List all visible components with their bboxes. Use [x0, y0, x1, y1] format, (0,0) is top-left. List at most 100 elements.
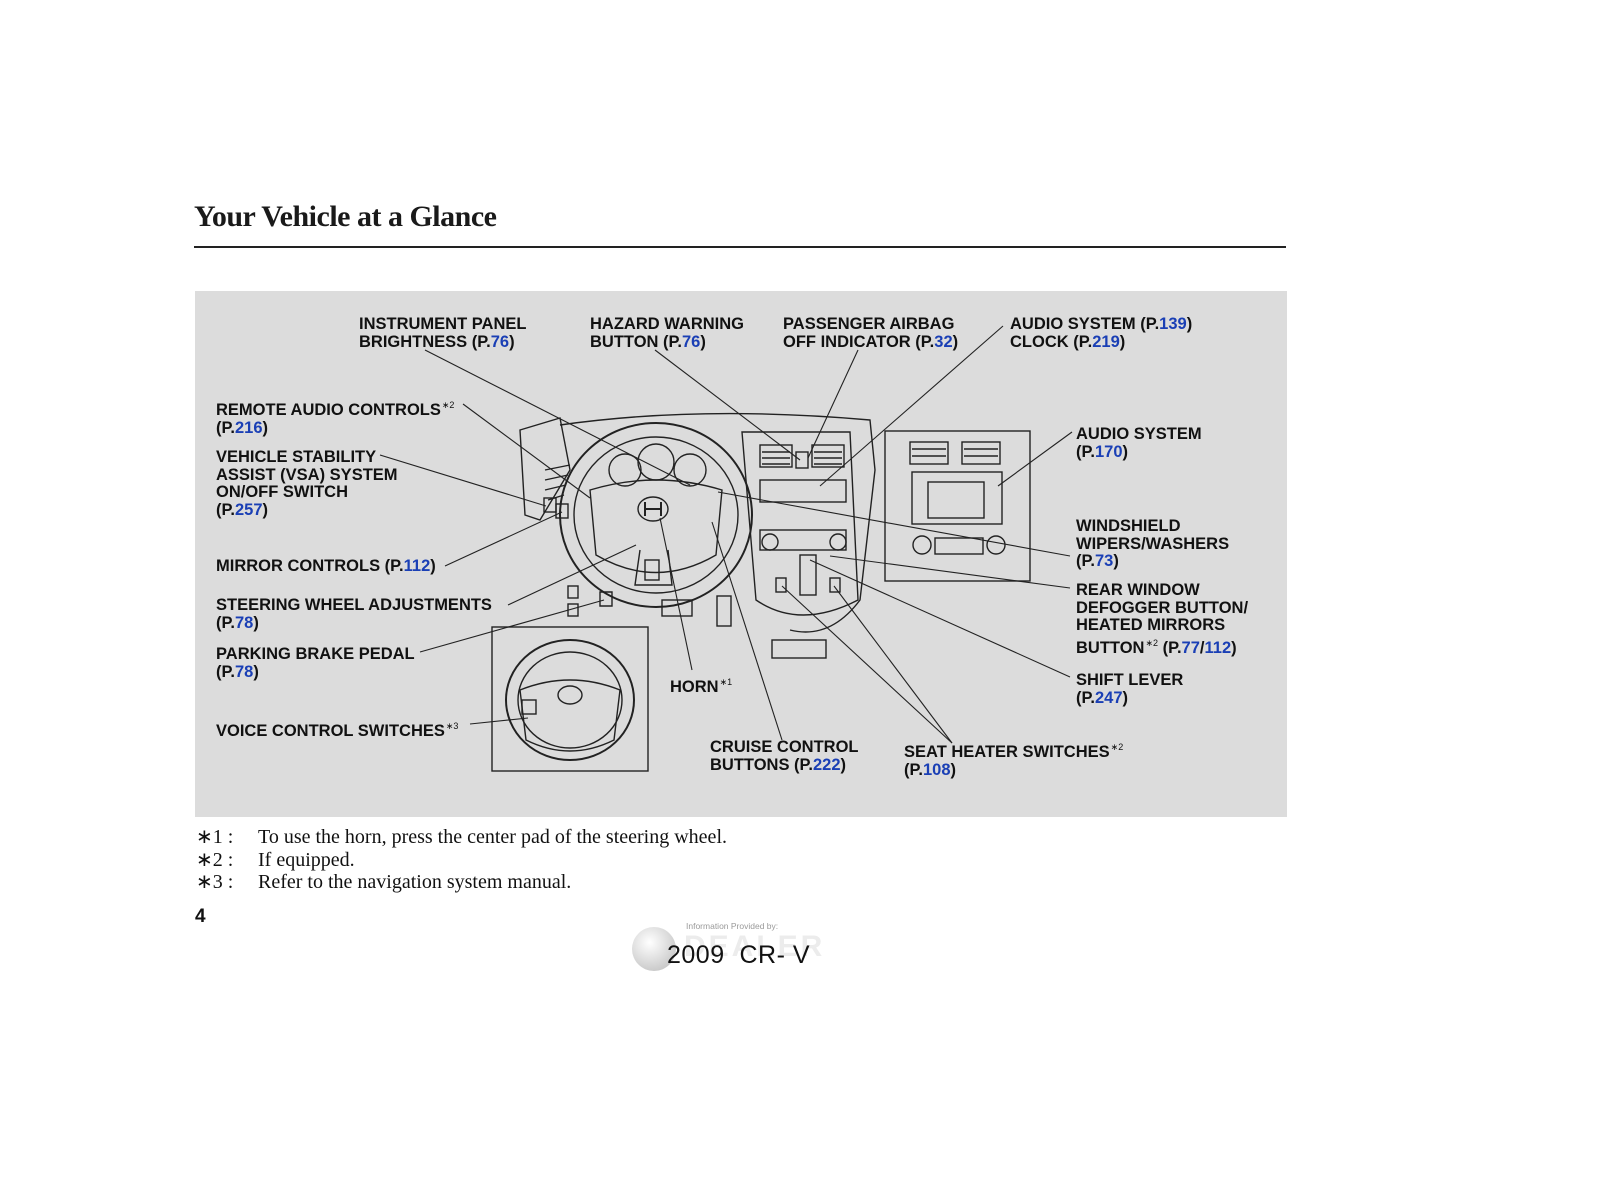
footnote-text: If equipped.: [258, 848, 355, 871]
callout-steering-wheel-adjustments: STEERING WHEEL ADJUSTMENTS (P.78): [216, 596, 492, 632]
page-ref-link[interactable]: 112: [403, 557, 431, 575]
leader-audio-nav: [997, 431, 1073, 487]
leader-cruise: [711, 521, 783, 741]
leader-vsa: [379, 454, 547, 507]
shift-lever-shape: [799, 554, 817, 596]
voice-inset-frame: [491, 626, 649, 772]
page-ref-link[interactable]: 108: [922, 760, 951, 779]
steering-wheel-inner: [573, 436, 739, 594]
nav-inset-frame: [884, 430, 1031, 582]
center-climate: [759, 529, 847, 551]
callout-vsa-switch: VEHICLE STABILITY ASSIST (VSA) SYSTEM ON…: [216, 448, 398, 519]
callout-horn: HORN∗1: [670, 677, 733, 696]
nav-knob-right: [986, 535, 1006, 555]
leader-instrument-panel: [424, 349, 691, 486]
footnote-mark: ∗1 :: [196, 826, 234, 848]
callout-hazard-warning-button: HAZARD WARNING BUTTON (P.76): [590, 315, 744, 351]
column-lever: [644, 559, 660, 581]
footnote-mark: ∗3 :: [196, 871, 234, 893]
callout-windshield-wipers-washers: WINDSHIELD WIPERS/WASHERS (P.73): [1076, 517, 1230, 570]
page-ref-link[interactable]: 73: [1094, 552, 1114, 570]
inset-honda-emblem: [557, 685, 583, 705]
nav-screen: [927, 481, 985, 519]
nav-vent-left: [909, 441, 949, 465]
steering-wheel-hub: [589, 479, 723, 574]
steering-wheel-rim: [559, 422, 753, 608]
page-ref-link[interactable]: 77: [1181, 638, 1200, 657]
callout-cruise-control-buttons: CRUISE CONTROL BUTTONS (P.222): [710, 738, 859, 774]
footnote-1: ∗1 : To use the horn, press the center p…: [196, 826, 727, 849]
nav-climate: [934, 537, 984, 555]
page-ref-link[interactable]: 78: [234, 613, 254, 632]
footnotes: ∗1 : To use the horn, press the center p…: [196, 826, 727, 894]
page-ref-link[interactable]: 216: [234, 418, 263, 437]
callout-audio-system: AUDIO SYSTEM (P.170): [1076, 425, 1202, 461]
footnote-3: ∗3 : Refer to the navigation system manu…: [196, 871, 727, 894]
page-number: 4: [195, 906, 206, 927]
leader-voice: [469, 717, 529, 725]
leader-seat-heater-1: [781, 585, 953, 744]
inset-wheel-rim: [505, 639, 635, 761]
callout-remote-audio-controls: REMOTE AUDIO CONTROLS∗2 (P.216): [216, 400, 455, 437]
honda-emblem: [644, 502, 662, 516]
page-ref-link[interactable]: 76: [682, 332, 701, 351]
diagram-panel: [195, 291, 1287, 817]
model-name: 2009 CR- V: [667, 941, 811, 969]
page-ref-link[interactable]: 78: [234, 662, 254, 681]
page-ref-link[interactable]: 219: [1092, 332, 1120, 351]
leader-wipers: [717, 491, 1071, 557]
gauge-center: [637, 443, 675, 481]
seat-heater-left: [775, 577, 787, 593]
leader-audio-clock: [819, 325, 1004, 487]
page-ref-link[interactable]: 112: [1204, 638, 1232, 657]
leader-seat-heater-2: [833, 585, 953, 744]
leader-shift: [809, 559, 1071, 678]
callout-rear-window-defogger: REAR WINDOW DEFOGGER BUTTON/ HEATED MIRR…: [1076, 581, 1249, 657]
page-ref-link[interactable]: 139: [1159, 315, 1187, 333]
gauge-left: [608, 453, 642, 487]
leader-defogger: [829, 555, 1071, 589]
callout-voice-control-switches: VOICE CONTROL SWITCHES∗3: [216, 721, 459, 740]
callout-audio-system-clock: AUDIO SYSTEM (P.139) CLOCK (P.219): [1010, 315, 1193, 351]
footnote-2: ∗2 : If equipped.: [196, 849, 727, 872]
callout-parking-brake-pedal: PARKING BRAKE PEDAL (P.78): [216, 645, 415, 681]
nav-vent-right: [961, 441, 1001, 465]
nav-unit: [911, 471, 1003, 525]
left-vent-slats: [544, 464, 571, 501]
watermark-brand: DEALER: [684, 930, 826, 963]
center-radio: [759, 479, 847, 503]
center-vent-left: [759, 444, 793, 468]
callout-seat-heater-switches: SEAT HEATER SWITCHES∗2 (P.108): [904, 742, 1124, 779]
inset-wheel-hub: [519, 679, 621, 752]
left-switch-1: [567, 585, 579, 599]
page-ref-link[interactable]: 76: [490, 332, 510, 351]
leader-horn: [659, 517, 693, 671]
leader-steering-adj: [507, 544, 637, 606]
page-title: Your Vehicle at a Glance: [194, 200, 497, 233]
nav-knob-left: [912, 535, 932, 555]
page-ref-link[interactable]: 32: [934, 332, 953, 351]
page-ref-link[interactable]: 247: [1094, 688, 1123, 707]
accelerator-pedal: [716, 595, 732, 627]
callout-instrument-panel-brightness: INSTRUMENT PANEL BRIGHTNESS (P.76): [359, 315, 527, 351]
leader-parking-brake: [419, 599, 605, 653]
hazard-button-shape: [795, 451, 809, 469]
leader-mirror: [444, 511, 563, 567]
lower-console: [771, 639, 827, 659]
page-ref-link[interactable]: 257: [234, 500, 263, 519]
inset-wheel-inner: [517, 651, 623, 749]
leader-hazard: [654, 349, 801, 461]
left-vent-frame: [519, 417, 571, 521]
leader-remote-audio: [462, 403, 591, 499]
seat-heater-right: [829, 577, 841, 593]
page-ref-link[interactable]: 170: [1094, 442, 1123, 461]
footnote-text: Refer to the navigation system manual.: [258, 871, 572, 893]
inset-voice-switches: [521, 699, 537, 715]
center-vent-slats: [762, 451, 842, 465]
callout-shift-lever: SHIFT LEVER (P.247): [1076, 671, 1184, 707]
leader-airbag: [807, 349, 859, 459]
climate-knob-left: [761, 533, 779, 551]
dashboard-outline: [559, 412, 876, 633]
page-ref-link[interactable]: 222: [813, 755, 841, 774]
